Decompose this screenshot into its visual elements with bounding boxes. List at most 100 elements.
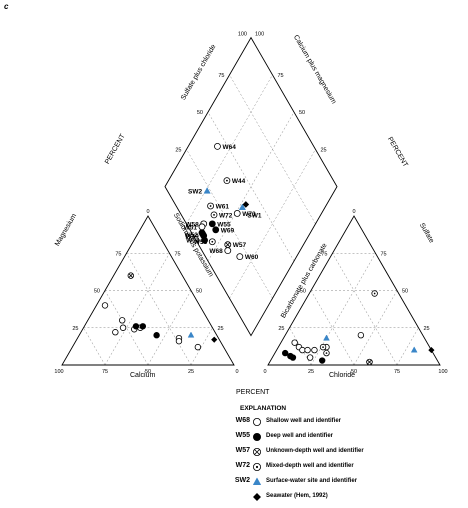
anion-point: [323, 334, 330, 341]
unknown-cross-line: [128, 273, 134, 278]
diamond-point: [198, 229, 206, 237]
anion-grid-line: [332, 253, 398, 366]
shallow-symbol-icon: [253, 418, 261, 426]
point-id-label: W44: [232, 178, 246, 185]
explanation-item-text: Seawater (Hem, 1992): [266, 493, 328, 499]
anion-point: [318, 357, 326, 364]
mixed-dot: [209, 205, 212, 207]
anion-point: [304, 346, 311, 354]
point-id-label: W64: [222, 144, 236, 151]
diamond-point: [208, 220, 216, 228]
explanation-title: EXPLANATION: [240, 405, 287, 412]
cation-point: [101, 302, 109, 309]
explanation-item-id: W68: [235, 417, 250, 424]
seawater-symbol-icon: [253, 493, 261, 501]
point-id-label: W53: [194, 239, 208, 246]
cation-bottom-tick: 25: [188, 369, 194, 375]
anion-left-tick: 25: [278, 326, 284, 332]
diamond-upper-left-tick: 50: [197, 110, 203, 116]
cation-point: [153, 332, 160, 339]
anion-left-tick: 75: [321, 251, 327, 257]
point-id-label: W58: [185, 221, 199, 228]
diamond-top-tick: 100: [255, 32, 264, 38]
diamond-point: [242, 201, 250, 208]
anion-bottom-axis-title: Chloride: [329, 372, 356, 379]
anion-point: [311, 346, 318, 354]
explanation-item-id: SW2: [234, 477, 250, 484]
cation-right-tick: 25: [218, 326, 224, 332]
diamond-point: [224, 247, 232, 255]
mixed-dot: [226, 179, 228, 182]
point-id-label: SW2: [188, 189, 202, 196]
anion-point: [319, 343, 327, 351]
percent-label-bottom: PERCENT: [236, 389, 270, 396]
diamond-point: [201, 236, 208, 244]
diamond-point: [233, 210, 241, 217]
anion-point: [371, 290, 378, 297]
diamond-grid-line: [229, 149, 316, 299]
anion-corner-tick: 100: [438, 369, 447, 375]
point-id-label: W51: [184, 224, 198, 231]
anion-bottom-tick: 25: [308, 369, 314, 375]
frame-lines: [61, 36, 441, 366]
cation-right-tick: 75: [175, 251, 181, 257]
mixed-dot: [322, 346, 324, 348]
cation-grid-line: [190, 327, 213, 366]
unknown-cross-line: [367, 359, 372, 365]
cation-corner-tick: 0: [235, 369, 238, 375]
explanation-item-id: W57: [235, 447, 250, 454]
anion-point: [366, 358, 373, 366]
cation-point: [112, 329, 119, 336]
anion-corner-tick: 0: [263, 369, 266, 375]
cation-point: [187, 331, 195, 338]
anion-point: [357, 332, 365, 339]
anion-bottom-tick: 50: [351, 369, 357, 375]
cation-grid-line: [104, 253, 170, 366]
cation-bottom-axis-title: Calcium: [130, 372, 156, 379]
mixed-dot: [325, 352, 328, 354]
mixed-symbol-icon: [253, 463, 261, 471]
mixed-dot: [213, 214, 215, 216]
grid-lines: [83, 74, 419, 366]
cation-point: [127, 272, 134, 279]
anion-grid-line: [396, 327, 419, 366]
explanation-item-id: W55: [235, 432, 250, 439]
cation-point: [132, 323, 140, 330]
diamond-upper-right-tick: 75: [278, 73, 284, 79]
diamond-grid-line: [207, 111, 295, 262]
unknown-symbol-icon: [253, 448, 261, 456]
diamond-upper-left-tick: 25: [175, 147, 181, 153]
diamond-upper-left-tick: 75: [218, 73, 224, 79]
explanation-item: Seawater (Hem, 1992): [222, 492, 462, 508]
point-identifiers: W64W44SW2SW1W61W72W58W51W52W49W54W55W53W…: [184, 144, 262, 261]
explanation-item-text: Deep well and identifier: [266, 433, 334, 439]
shallow-symbol: [253, 418, 261, 426]
seawater-symbol: [253, 493, 261, 501]
diamond-point: [210, 211, 218, 219]
mixed-dot: [211, 240, 214, 243]
panel-label: c: [4, 2, 9, 11]
surface-symbol: [252, 477, 262, 485]
diamond-point: [236, 253, 244, 261]
cation-left-tick: 75: [115, 251, 121, 257]
anion-top-tick: 0: [352, 209, 355, 215]
cation-point: [139, 323, 147, 330]
point-id-label: W73: [242, 211, 256, 218]
diamond-grid-line: [186, 149, 273, 299]
diamond-point: [203, 187, 211, 194]
anion-point: [282, 349, 289, 357]
cation-point: [118, 317, 126, 324]
diamond-upper-right-tick: 50: [299, 110, 305, 116]
point-id-label: W49: [185, 233, 199, 240]
diamond-point: [208, 238, 216, 246]
diamond-grid-line: [229, 74, 316, 224]
diamond-point: [207, 202, 214, 210]
diamond-point: [198, 223, 206, 231]
cation-left-tick: 25: [72, 326, 78, 332]
diamond-upper-right-tick: 25: [321, 147, 327, 153]
point-id-label: W72: [219, 212, 233, 219]
anion-point: [291, 339, 298, 346]
diamond-point: [238, 203, 246, 210]
